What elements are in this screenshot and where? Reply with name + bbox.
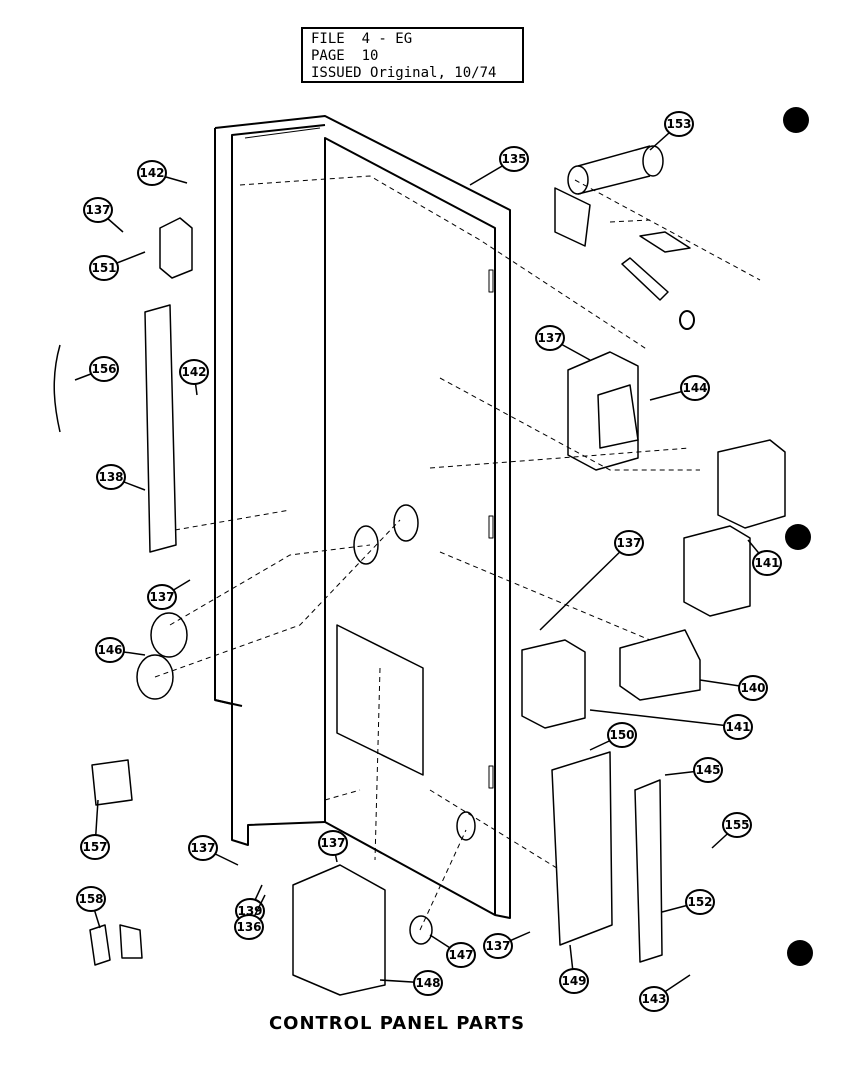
issued-line: ISSUED Original, 10/74 <box>311 65 497 81</box>
callout-bubble <box>147 584 177 610</box>
callout-number: 137 <box>320 836 345 850</box>
callout-bubble <box>95 637 125 663</box>
callout-number: 135 <box>501 152 526 166</box>
callout-bubble <box>722 812 752 838</box>
callout-number: 142 <box>181 365 206 379</box>
page-line: PAGE 10 <box>311 48 379 64</box>
callout-number: 143 <box>641 992 666 1006</box>
callout-bubble <box>318 830 348 856</box>
callout-number: 148 <box>415 976 440 990</box>
callout-number: 137 <box>85 203 110 217</box>
callout-leader-line <box>539 542 630 631</box>
access-window <box>336 624 424 776</box>
callout-bubble <box>752 550 782 576</box>
callout-number: 146 <box>97 643 122 657</box>
callout-bubble <box>83 197 113 223</box>
callout-bubble <box>89 356 119 382</box>
callout-leader-line <box>589 709 739 728</box>
callout-bubble <box>685 889 715 915</box>
callout-bubble <box>188 835 218 861</box>
callout-number: 151 <box>91 261 116 275</box>
binder-hole-top <box>783 107 809 133</box>
callout-number: 144 <box>682 381 707 395</box>
callout-number: 137 <box>616 536 641 550</box>
callout-bubble <box>76 886 106 912</box>
callout-bubble <box>499 146 529 172</box>
callout-number: 145 <box>695 763 720 777</box>
binder-hole-middle <box>785 524 811 550</box>
file-line: FILE 4 - EG <box>311 31 413 47</box>
callout-number: 136 <box>236 920 261 934</box>
callout-number: 157 <box>82 840 107 854</box>
callout-bubble <box>483 933 513 959</box>
callout-number: 141 <box>754 556 779 570</box>
callout-number: 139 <box>237 904 262 918</box>
callout-number: 153 <box>666 117 691 131</box>
callout-bubble <box>680 375 710 401</box>
callout-bubble <box>614 530 644 556</box>
diagram-title: CONTROL PANEL PARTS <box>268 1013 526 1034</box>
callout-number: 156 <box>91 362 116 376</box>
callout-number: 158 <box>78 892 103 906</box>
callout-bubble <box>693 757 723 783</box>
callout-bubble <box>89 255 119 281</box>
callout-bubble <box>607 722 637 748</box>
callout-bubble <box>723 714 753 740</box>
callout-number: 150 <box>609 728 634 742</box>
callout-number: 138 <box>98 470 123 484</box>
callout-number: 137 <box>485 939 510 953</box>
callout-bubble <box>664 111 694 137</box>
callout-number: 137 <box>537 331 562 345</box>
callout-bubble <box>137 160 167 186</box>
callout-number: 137 <box>149 590 174 604</box>
callout-bubble <box>96 464 126 490</box>
callout-number: 155 <box>724 818 749 832</box>
callout-number: 152 <box>687 895 712 909</box>
callout-bubble <box>234 914 264 940</box>
callout-bubble <box>446 942 476 968</box>
callout-bubble <box>535 325 565 351</box>
callout-bubble <box>179 359 209 385</box>
file-info-box: FILE 4 - EG PAGE 10 ISSUED Original, 10/… <box>301 27 524 83</box>
binder-hole-bottom <box>787 940 813 966</box>
callout-number: 140 <box>740 681 765 695</box>
callout-bubble <box>413 970 443 996</box>
callout-bubble <box>559 968 589 994</box>
callout-number: 147 <box>448 948 473 962</box>
callout-number: 137 <box>190 841 215 855</box>
callout-number: 149 <box>561 974 586 988</box>
callout-bubble <box>80 834 110 860</box>
callout-bubble <box>738 675 768 701</box>
callout-number: 141 <box>725 720 750 734</box>
callout-bubble <box>639 986 669 1012</box>
callout-number: 142 <box>139 166 164 180</box>
main-panel-outline <box>214 115 511 919</box>
